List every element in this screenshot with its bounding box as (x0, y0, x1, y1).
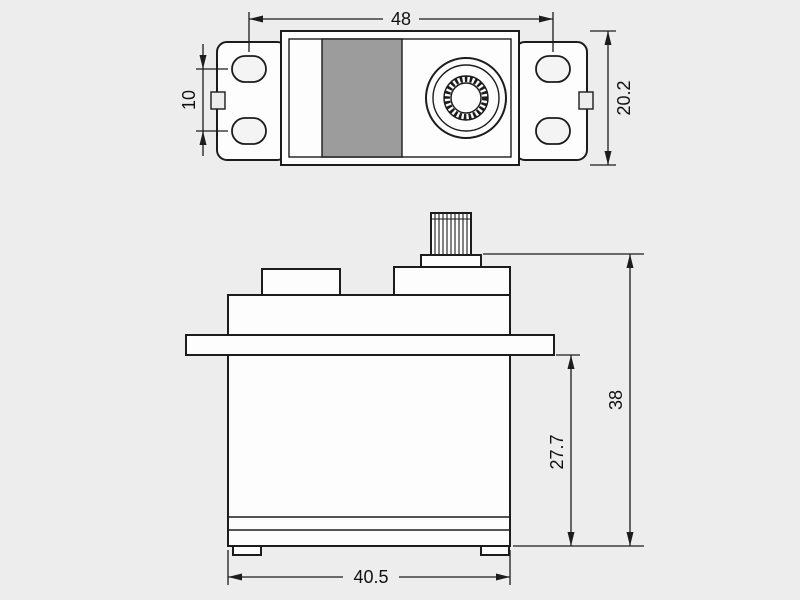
mount-hole-top-left (231, 55, 267, 83)
dimension-38: 38 (483, 253, 644, 546)
mount-hole-bottom-left (231, 117, 267, 145)
spline-shaft (420, 212, 482, 268)
mounting-flange (185, 334, 555, 356)
right-foot (480, 545, 510, 556)
dimension-48: 48 (248, 9, 554, 52)
servo-body-side (227, 354, 511, 547)
mount-hole-bottom-right (535, 117, 571, 145)
dimension-40-5: 40.5 (227, 550, 511, 587)
output-gear-top (425, 57, 507, 139)
dim-label-20-2: 20.2 (614, 80, 634, 115)
right-tab-notch (578, 91, 594, 110)
gear-mid-circle (432, 64, 500, 132)
upper-case (227, 294, 511, 336)
dimension-20-2: 20.2 (590, 30, 634, 166)
dim-label-27-7: 27.7 (547, 434, 567, 469)
dim-label-40-5: 40.5 (353, 567, 388, 587)
dim-label-10: 10 (179, 90, 199, 110)
dim-label-38: 38 (606, 390, 626, 410)
left-housing-step (261, 268, 341, 296)
dimension-10: 10 (179, 44, 228, 156)
mount-hole-top-right (535, 55, 571, 83)
gear-housing-step (393, 266, 511, 296)
side-view: 40.5 27.7 38 (185, 212, 644, 587)
dim-label-48: 48 (391, 9, 411, 29)
dimension-27-7: 27.7 (513, 354, 644, 547)
left-foot (232, 545, 262, 556)
motor-block-shaded (321, 38, 403, 158)
left-tab-notch (210, 91, 226, 110)
spline-inner-circle (450, 82, 482, 114)
top-view: 48 20.2 10 (179, 9, 634, 166)
shaft-collar (420, 254, 482, 268)
